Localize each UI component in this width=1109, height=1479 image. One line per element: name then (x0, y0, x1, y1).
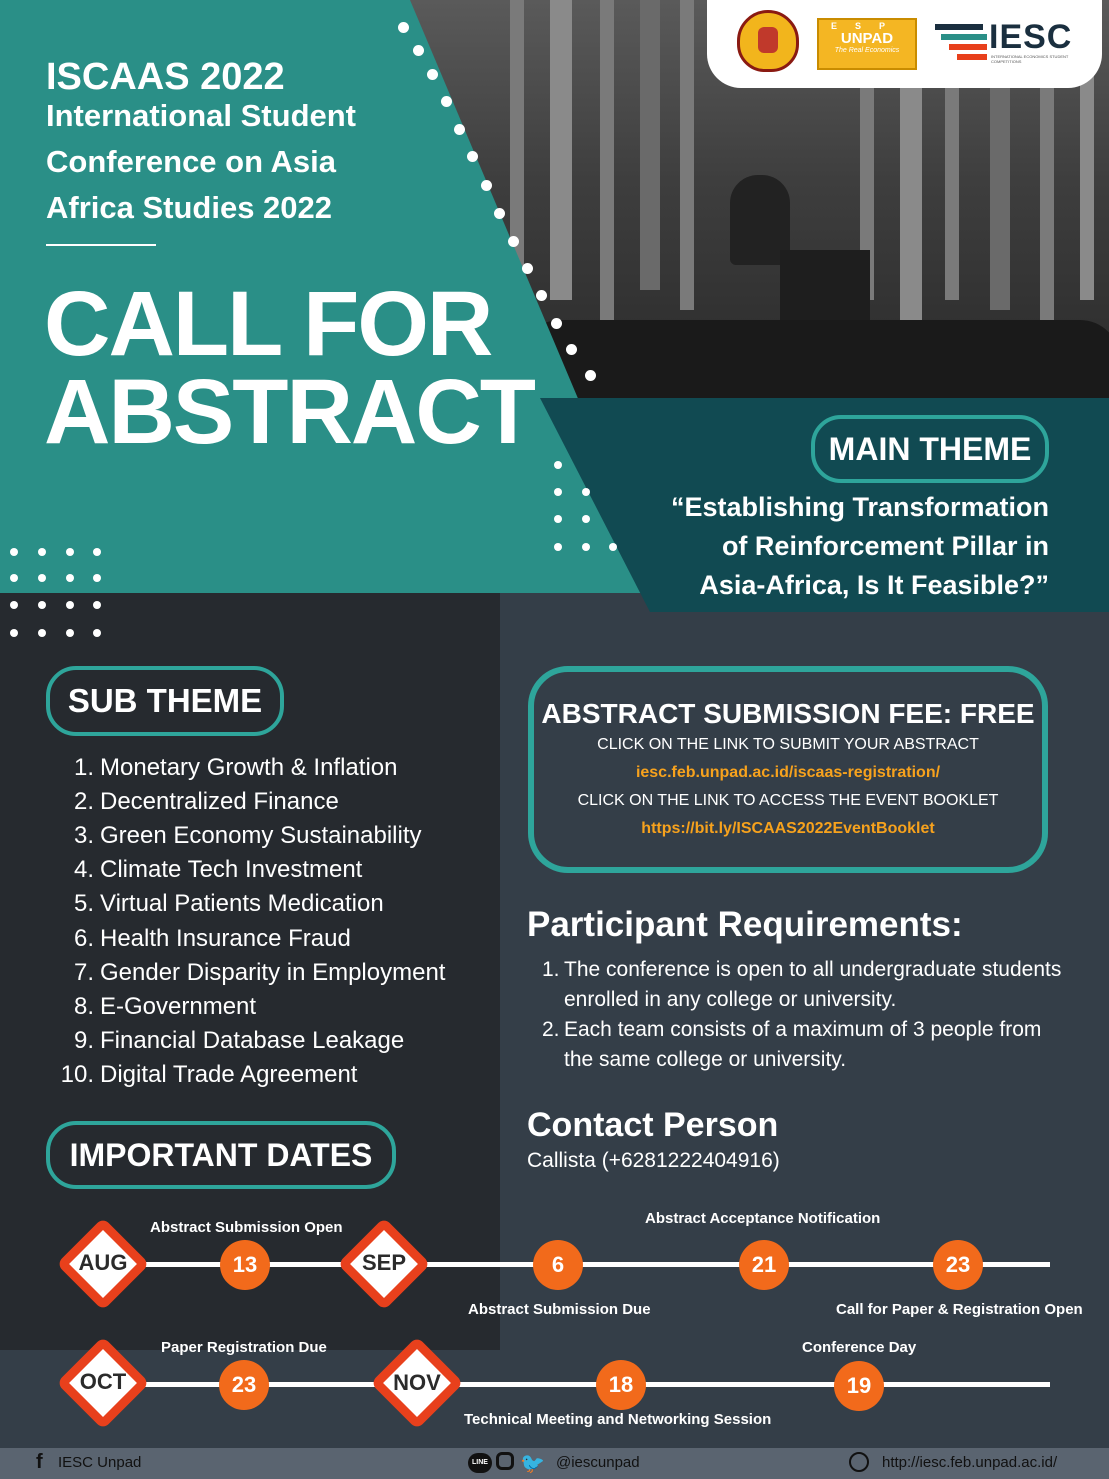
day-sep-6: 6 (533, 1240, 583, 1290)
main-theme-label: MAIN THEME (811, 415, 1049, 483)
submit-caption: CLICK ON THE LINK TO SUBMIT YOUR ABSTRAC… (597, 736, 979, 753)
sub-theme-item: 3.Green Economy Sustainability (73, 822, 422, 849)
iesc-logo: IESC INTERNATIONAL ECONOMICS STUDENT COM… (935, 16, 1085, 72)
event-call-for-paper: Call for Paper & Registration Open (836, 1301, 1083, 1318)
line-icon[interactable]: LINE (468, 1453, 492, 1473)
facebook-icon[interactable]: f (36, 1451, 43, 1473)
day-sep-21: 21 (739, 1240, 789, 1290)
requirement-item: 1.The conference is open to all undergra… (542, 958, 1062, 1011)
submit-link[interactable]: iesc.feb.unpad.ac.id/iscaas-registration… (635, 764, 941, 781)
event-tech-meeting: Technical Meeting and Networking Session (464, 1411, 772, 1428)
esp-unpad-logo: ESP UNPAD The Real Economics (817, 18, 917, 70)
audience (520, 320, 1109, 400)
day-aug-13: 13 (220, 1240, 270, 1290)
sub-theme-item: 10.Digital Trade Agreement (60, 1061, 358, 1088)
esp-logo-text: ESP (830, 21, 903, 31)
sub-theme-item: 7.Gender Disparity in Employment (73, 959, 446, 986)
day-sep-23: 23 (933, 1240, 983, 1290)
sub-theme-item: 5.Virtual Patients Medication (73, 890, 384, 917)
unpad-crest-icon (737, 10, 799, 72)
event-conference-day: Conference Day (802, 1339, 917, 1356)
instagram-icon[interactable] (496, 1452, 514, 1470)
requirements-title: Participant Requirements: (527, 905, 963, 944)
footer-website[interactable]: http://iesc.feb.unpad.ac.id/ (882, 1454, 1058, 1471)
event-abstract-open: Abstract Submission Open (150, 1219, 343, 1236)
event-paper-due: Paper Registration Due (161, 1339, 327, 1356)
esp-tagline: The Real Economics (834, 47, 900, 54)
sub-theme-item: 8.E-Government (73, 993, 257, 1020)
month-nov: NOV (393, 1370, 441, 1395)
sponsor-logo-bar: ESP UNPAD The Real Economics IESC INTERN… (707, 0, 1102, 88)
unpad-logo-text: UNPAD (840, 30, 894, 47)
month-oct: OCT (79, 1369, 127, 1394)
booklet-link[interactable]: https://bit.ly/ISCAAS2022EventBooklet (641, 820, 935, 837)
sub-theme-item: 9.Financial Database Leakage (73, 1027, 405, 1054)
sub-theme-item: 2.Decentralized Finance (73, 788, 339, 815)
iesc-logo-text: IESC (989, 18, 1073, 56)
contact-title: Contact Person (527, 1106, 779, 1144)
iesc-logo-subtitle: INTERNATIONAL ECONOMICS STUDENT COMPETIT… (991, 54, 1069, 64)
footer-facebook[interactable]: IESC Unpad (58, 1454, 142, 1471)
day-nov-18: 18 (596, 1360, 646, 1410)
cfa-line-1: CALL FOR (44, 273, 493, 375)
important-dates-label: IMPORTANT DATES (46, 1121, 396, 1189)
event-title-line-3: Africa Studies 2022 (46, 190, 333, 225)
main-theme-quote: “Establishing Transformation of Reinforc… (609, 488, 1049, 605)
submission-fee-box: ABSTRACT SUBMISSION FEE: FREE CLICK ON T… (528, 666, 1048, 873)
event-abstract-due: Abstract Submission Due (468, 1301, 651, 1318)
main-theme-line-2: of Reinforcement Pillar in (721, 531, 1049, 561)
cfa-line-2: ABSTRACT (44, 361, 536, 463)
sub-theme-label: SUB THEME (46, 666, 284, 736)
timeline-line-2 (100, 1382, 1050, 1387)
main-theme-line-1: “Establishing Transformation (670, 492, 1049, 522)
event-acceptance: Abstract Acceptance Notification (645, 1210, 881, 1227)
day-oct-23: 23 (219, 1360, 269, 1410)
contact-value: Callista (+6281222404916) (527, 1149, 780, 1172)
booklet-caption: CLICK ON THE LINK TO ACCESS THE EVENT BO… (577, 792, 999, 809)
sub-theme-item: 4.Climate Tech Investment (73, 856, 363, 883)
call-for-abstract-heading: CALL FOR ABSTRACT (44, 273, 536, 463)
footer-social-handle[interactable]: @iescunpad (556, 1454, 640, 1471)
event-short-title: ISCAAS 2022 (46, 56, 285, 98)
sub-theme-item: 6.Health Insurance Fraud (73, 925, 351, 952)
event-title-line-2: Conference on Asia (46, 144, 336, 179)
month-aug: AUG (78, 1250, 128, 1275)
footer: f IESC Unpad LINE 🐦 @iescunpad http://ie… (0, 1448, 1109, 1479)
title-divider (46, 244, 156, 246)
requirement-item: 2.Each team consists of a maximum of 3 p… (542, 1018, 1042, 1071)
globe-icon[interactable] (849, 1452, 869, 1472)
main-theme-line-3: Asia-Africa, Is It Feasible?” (699, 570, 1049, 600)
sub-theme-item: 1.Monetary Growth & Inflation (73, 754, 398, 781)
twitter-icon[interactable]: 🐦 (520, 1453, 545, 1475)
fee-title: ABSTRACT SUBMISSION FEE: FREE (541, 698, 1035, 729)
day-nov-19: 19 (834, 1361, 884, 1411)
month-sep: SEP (361, 1250, 407, 1275)
event-title-line-1: International Student (46, 98, 356, 133)
